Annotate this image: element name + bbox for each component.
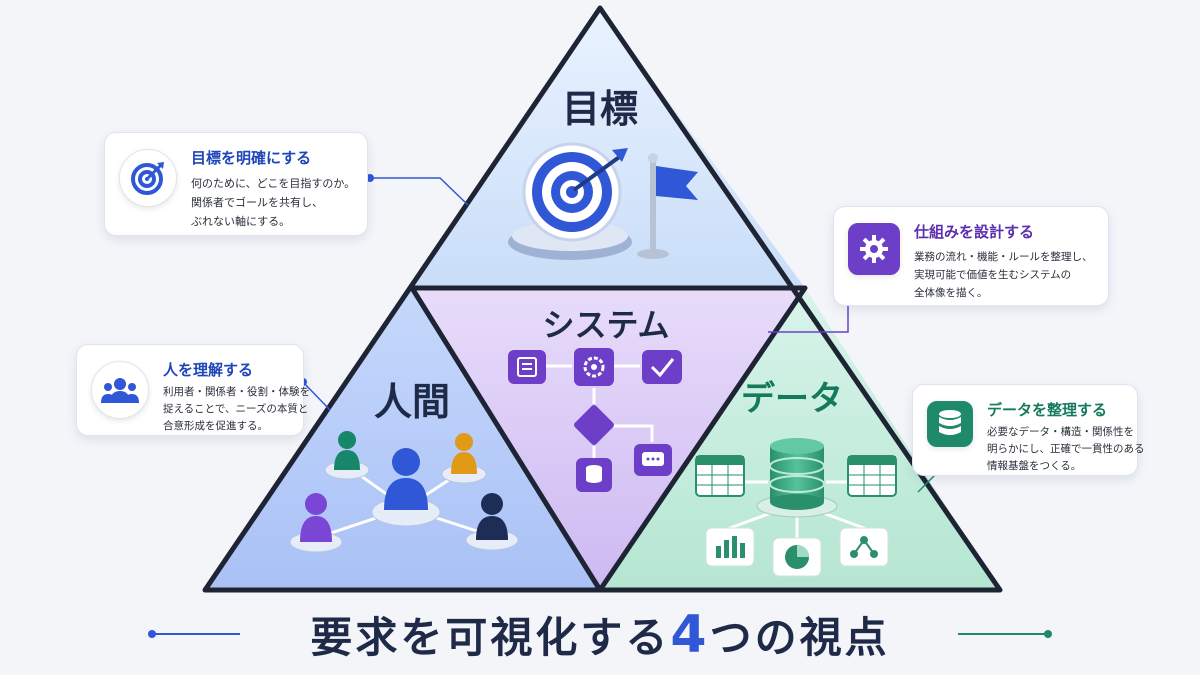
person-icon [441,433,487,484]
system-callout-line: 業務の流れ・機能・ルールを整理し、 [914,251,1093,263]
people-callout-text: 利用者・関係者・役割・体験を 捉えることで、ニーズの本質と 合意形成を促進する。 [163,384,310,435]
pyramid-left-panel [205,288,600,590]
goal-section-label: 目標 [562,87,638,131]
people-callout-line: 利用者・関係者・役割・体験を [163,386,310,398]
data-callout-line: 明らかにし、正確で一貫性のある [987,443,1145,455]
data-callout-title: データを整理する [987,401,1108,419]
spreadsheet-icon [695,455,745,497]
page-title-part2: つの視点 [709,613,890,662]
person-icon [371,448,441,527]
goal-callout-line: ぶれない軸にする。 [191,215,291,228]
target-icon [119,149,177,207]
goal-callout-title: 目標を明確にする [191,149,312,167]
person-icon [324,431,370,480]
people-callout-line: 合意形成を促進する。 [163,420,268,432]
goal-connector [370,177,469,206]
system-callout-title: 仕組みを設計する [914,223,1035,241]
people-callout-line: 捉えることで、ニーズの本質と [163,403,309,415]
data-callout-line: 必要なデータ・構造・関係性を [987,426,1134,438]
people-section-label: 人間 [374,380,450,424]
bar-chart-icon [705,527,755,567]
gear-icon [848,223,900,275]
spreadsheet-icon [847,455,897,497]
goal-callout-line: 何のために、どこを目指すのか。 [191,177,356,190]
database-icon [927,401,973,447]
goal-callout-text: 何のために、どこを目指すのか。 関係者でゴールを共有し、 ぶれない軸にする。 [191,174,355,231]
system-callout: 仕組みを設計する 業務の流れ・機能・ルールを整理し、 実現可能で価値を生むシステ… [833,206,1109,306]
data-section-label: データ [741,379,843,419]
goal-callout-line: 関係者でゴールを共有し、 [191,196,323,209]
page-title-number: 4 [670,605,710,665]
title-decorations [148,630,1052,638]
data-callout-line: 情報基盤をつくる。 [987,460,1082,472]
page-title-part1: 要求を可視化する [310,613,671,662]
goal-callout: 目標を明確にする 何のために、どこを目指すのか。 関係者でゴールを共有し、 ぶれ… [104,132,368,236]
data-callout-text: 必要なデータ・構造・関係性を 明らかにし、正確で一貫性のある 情報基盤をつくる。 [987,424,1145,475]
people-callout-title: 人を理解する [163,361,254,379]
data-callout: データを整理する 必要なデータ・構造・関係性を 明らかにし、正確で一貫性のある … [912,384,1145,476]
network-nodes-icon [839,527,889,567]
person-icon [289,493,343,553]
people-connector [302,381,331,411]
pyramid-top-panel [412,8,805,288]
system-section-label: システム [542,306,669,344]
target-illustration [508,142,698,260]
people-callout: 人を理解する 利用者・関係者・役割・体験を 捉えることで、ニーズの本質と 合意形… [76,344,310,436]
system-flow-illustration [508,348,682,492]
pyramid-outline [202,5,1003,593]
pie-chart-icon [772,537,822,577]
system-callout-line: 全体像を描く。 [914,287,988,299]
system-callout-line: 実現可能で価値を生むシステムの [914,269,1072,281]
database-icon [756,438,838,518]
people-icon [91,361,149,419]
person-icon [465,493,519,551]
data-network-illustration [695,438,897,577]
page-title: 要求を可視化する4つの視点 [0,600,1200,670]
system-callout-text: 業務の流れ・機能・ルールを整理し、 実現可能で価値を生むシステムの 全体像を描く… [914,248,1093,302]
